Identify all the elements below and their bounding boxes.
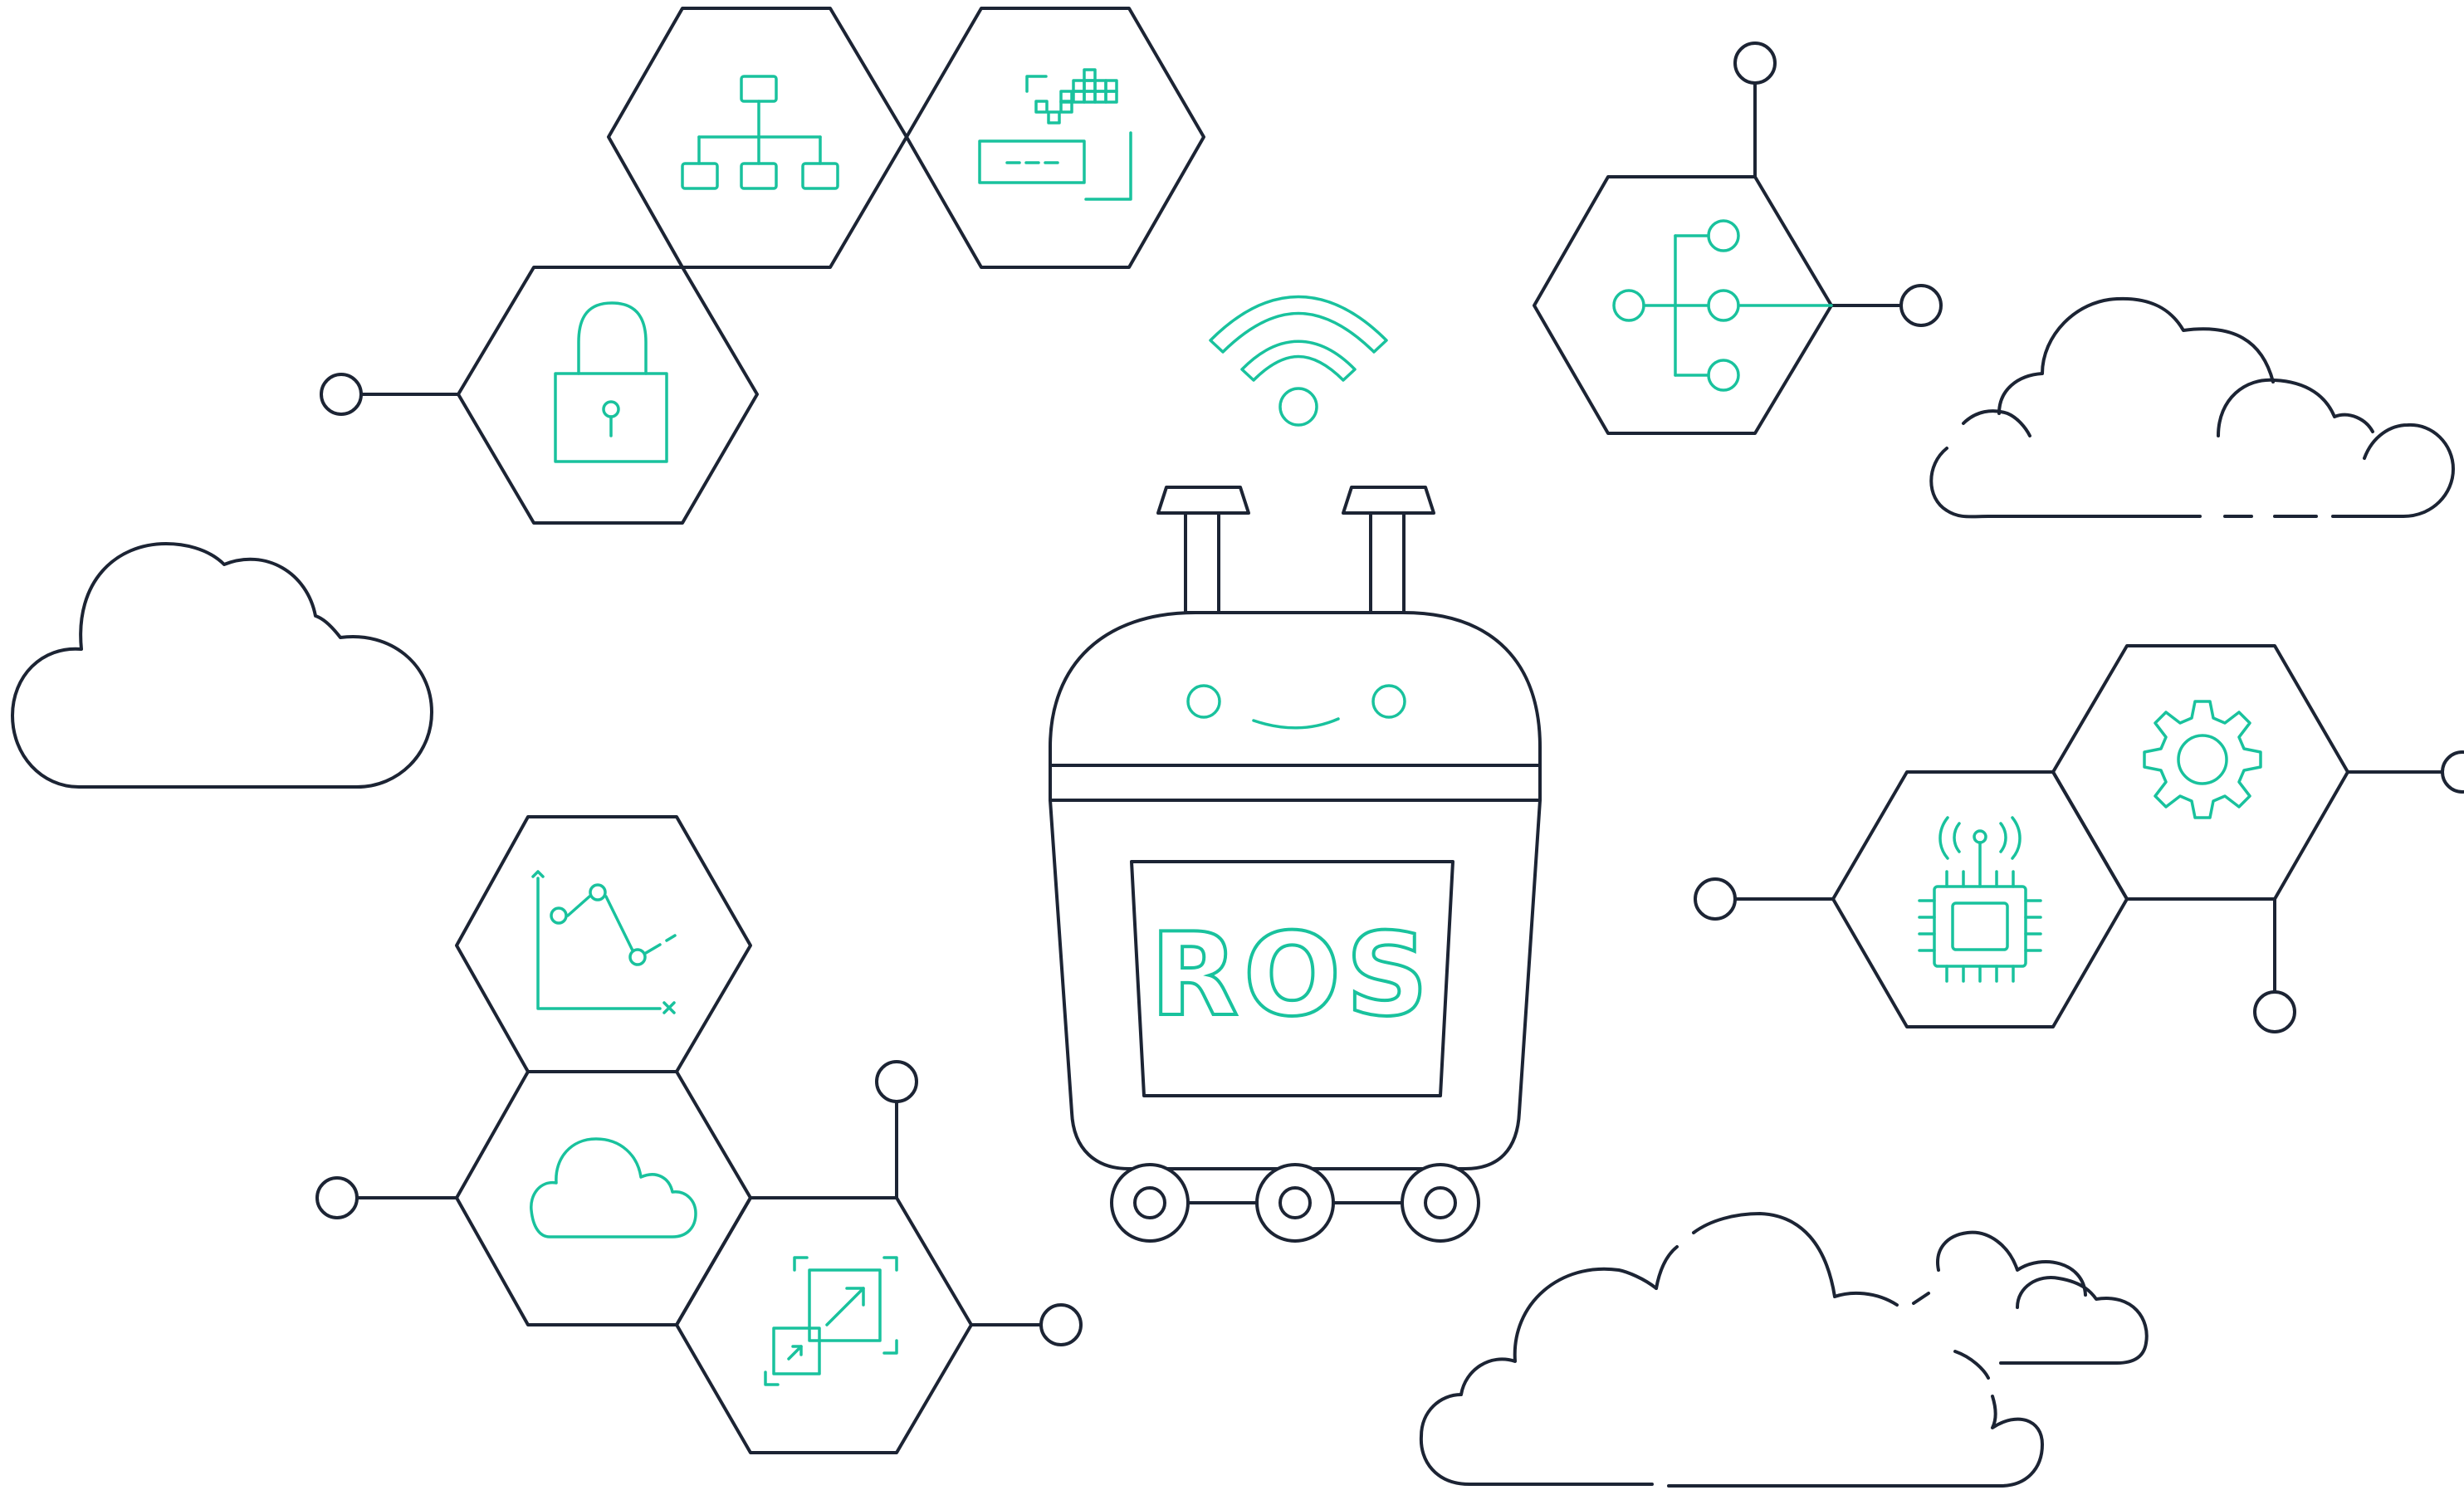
robot-band	[1049, 764, 1542, 802]
terminal-code-icon	[978, 68, 1132, 201]
hex-cloud	[455, 1070, 752, 1326]
hex-cluster-bottom-left	[315, 815, 1083, 1454]
robot: ROS	[1049, 486, 1542, 1243]
microchip-antenna-icon	[1918, 816, 2042, 983]
connector-node	[875, 1060, 918, 1103]
robot-antenna-left	[1156, 486, 1250, 614]
hex-lock	[457, 266, 759, 525]
hex-scale	[675, 1196, 973, 1454]
connector-node	[2253, 990, 2296, 1033]
connector-node	[1694, 877, 1737, 921]
line-chart-icon	[531, 870, 677, 1014]
robot-antenna-right	[1342, 486, 1435, 614]
connector-node	[1039, 1303, 1083, 1346]
connector-node	[320, 373, 363, 416]
robot-head	[1049, 611, 1542, 767]
org-chart-icon	[681, 75, 839, 190]
hex-cluster-right	[1694, 644, 2464, 1033]
wifi-icon	[1209, 295, 1388, 427]
robot-wheel-left	[1110, 1163, 1190, 1243]
cloud-bottom-right-outline	[1419, 1212, 2149, 1488]
robot-smile	[1252, 717, 1340, 730]
hex-chip	[1831, 770, 2129, 1028]
robot-eye-left	[1186, 684, 1221, 719]
connector-node	[2441, 750, 2464, 794]
cloud-left-outline	[11, 542, 433, 789]
connector-node	[315, 1176, 359, 1219]
hex-network	[1533, 42, 1943, 435]
robot-wheel-middle	[1255, 1163, 1335, 1243]
hex-gear	[2051, 644, 2349, 901]
hex-hierarchy	[607, 7, 908, 269]
cloud-icon	[530, 1137, 697, 1239]
robot-eye-right	[1371, 684, 1406, 719]
expand-arrows-icon	[764, 1256, 898, 1386]
hex-terminal	[905, 7, 1205, 269]
connector-node	[1899, 284, 1943, 327]
robot-wheel-right	[1401, 1163, 1480, 1243]
connector-node	[1733, 42, 1777, 85]
gear-icon	[2143, 700, 2262, 819]
robot-screen	[1130, 860, 1454, 1097]
robot-screen-label: ROS	[1151, 908, 1434, 1042]
cloud-top-right-outline	[1929, 296, 2455, 519]
hex-chart	[455, 815, 752, 1073]
padlock-icon	[554, 301, 668, 463]
node-branch-icon	[1612, 219, 1833, 392]
hex-cluster-top-left	[320, 7, 1205, 525]
